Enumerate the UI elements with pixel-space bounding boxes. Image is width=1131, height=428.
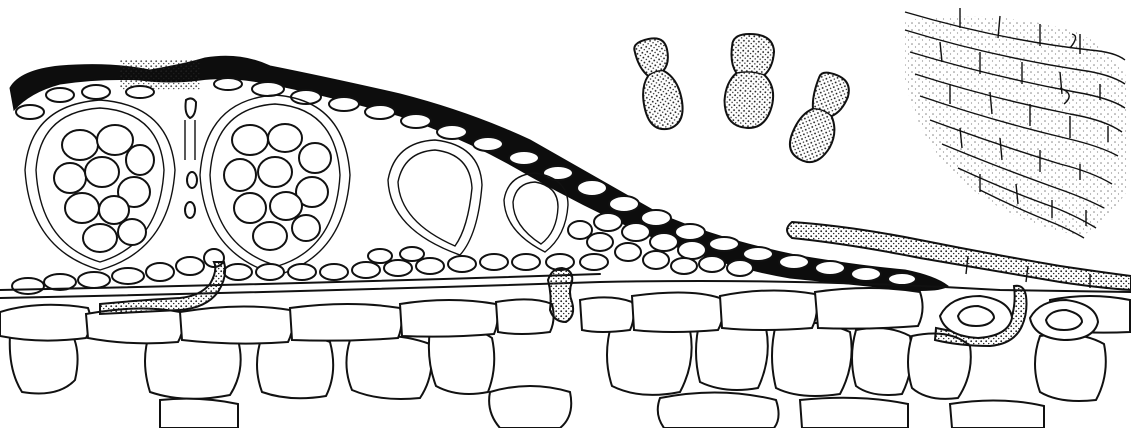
spore — [723, 32, 778, 129]
interlocular-cells — [185, 98, 197, 218]
hyphae-tissue-inset — [905, 8, 1128, 238]
spore — [631, 35, 687, 133]
spores — [631, 32, 856, 168]
spore — [784, 68, 856, 168]
